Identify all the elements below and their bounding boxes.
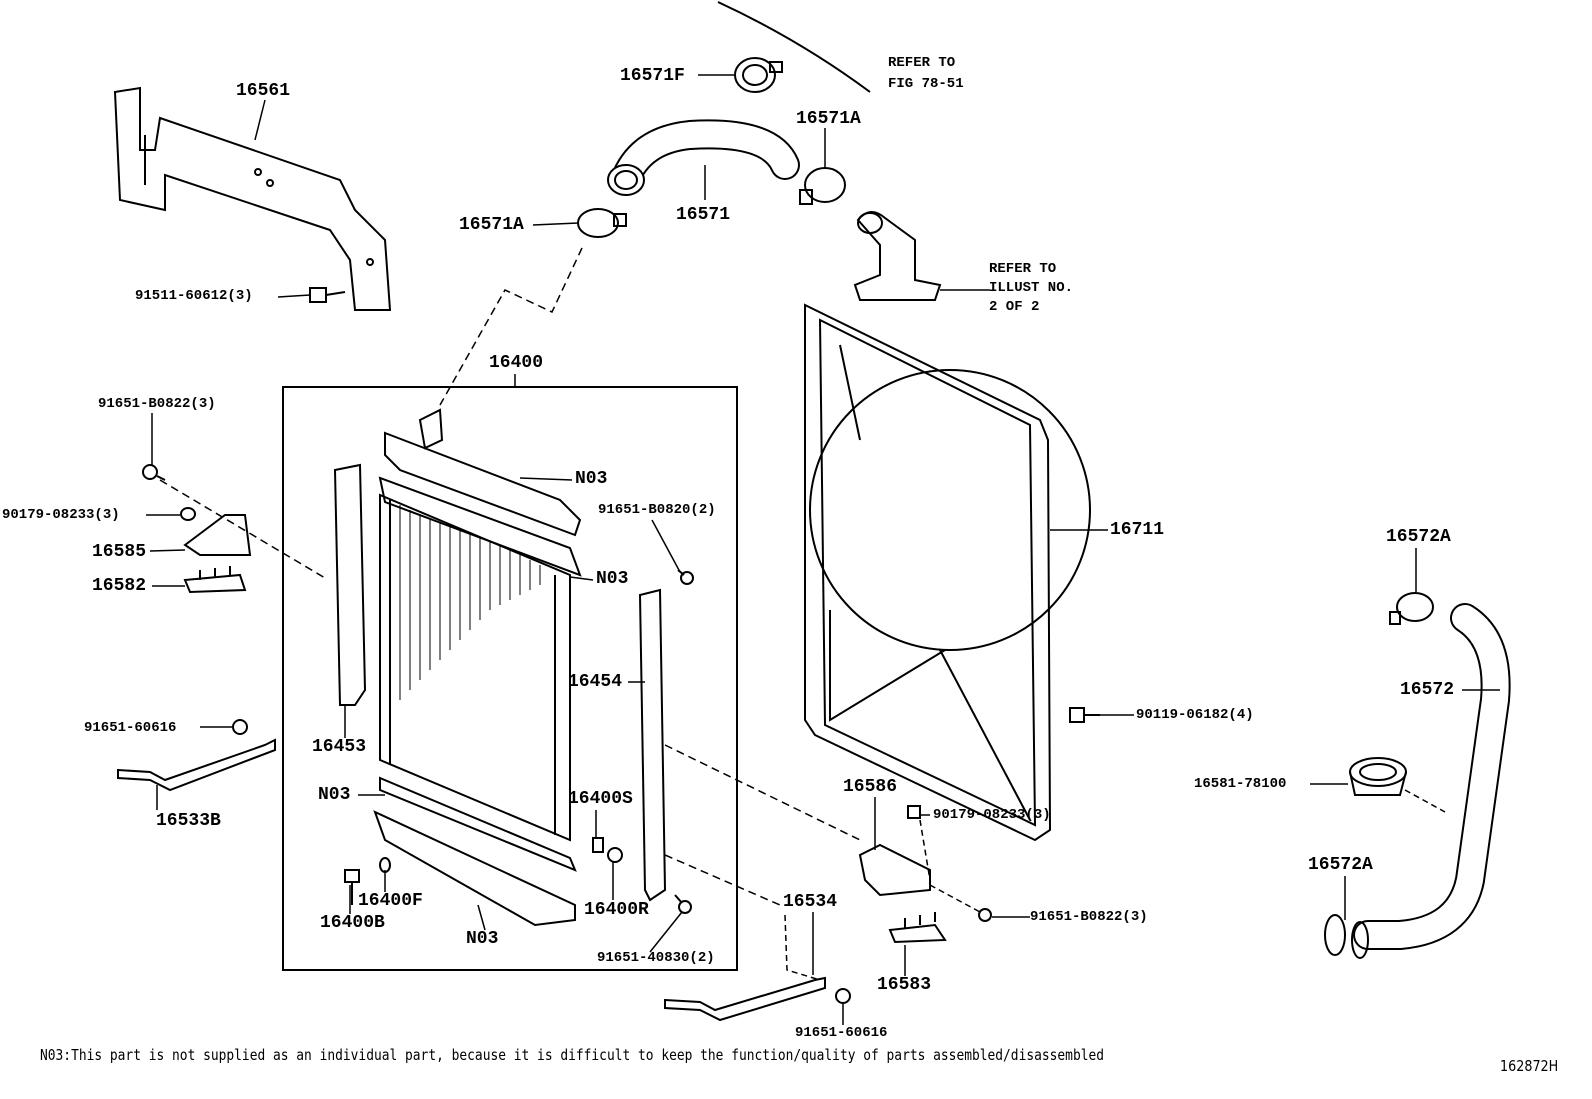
bolt-91651-B0822-left	[142, 464, 166, 481]
clamp-16581	[1349, 757, 1407, 796]
callout-16453: 16453	[312, 737, 367, 757]
cushion-16582	[183, 566, 247, 594]
clamp-16572A-upper	[1389, 592, 1434, 625]
side-bracket-16453	[333, 463, 367, 706]
bolt-91651-60616-left	[232, 719, 248, 735]
clamp-16572A-lower	[1324, 914, 1369, 959]
stay-16534	[664, 976, 826, 1022]
water-outlet	[853, 211, 942, 301]
callout-16400F: 16400F	[358, 891, 423, 911]
callout-16571A-lower: 16571A	[459, 215, 524, 235]
callout-16534: 16534	[783, 892, 838, 912]
callout-91651-60616-left: 91651-60616	[84, 720, 177, 736]
washer-90179-left	[180, 507, 196, 521]
callout-16400R: 16400R	[584, 900, 649, 920]
side-bracket-16454	[638, 588, 667, 902]
fan-shroud-16711	[804, 303, 1091, 842]
bolt-91651-40830	[674, 894, 692, 914]
bolt-91511	[309, 287, 346, 303]
callout-90179-left: 90179-08233(3)	[2, 507, 120, 523]
callout-16572A-upper: 16572A	[1386, 527, 1451, 547]
callout-90119-06182: 90119-06182(4)	[1136, 707, 1254, 723]
bolt-91651-60616-right	[835, 988, 851, 1004]
callout-90179-right: 90179-08233(3)	[933, 807, 1051, 823]
callout-16571A-upper: 16571A	[796, 109, 861, 129]
core-fins	[399, 505, 541, 700]
leader-lines	[146, 74, 1500, 1025]
callout-16400: 16400	[489, 353, 544, 373]
upper-seal	[378, 476, 582, 577]
callout-n03-lower-seal: N03	[318, 785, 351, 805]
callout-16454: 16454	[568, 672, 623, 692]
refer-to-text: REFER TO	[888, 55, 956, 71]
callout-16582: 16582	[92, 576, 147, 596]
illustration-id: 162872H	[1500, 1057, 1559, 1075]
callout-16533B: 16533B	[156, 811, 221, 831]
callout-16583: 16583	[877, 975, 932, 995]
callout-16572A-lower: 16572A	[1308, 855, 1373, 875]
callout-n03-lower-tank: N03	[466, 929, 499, 949]
bolt-90119	[1069, 707, 1100, 723]
callout-16572: 16572	[1400, 680, 1455, 700]
footer-note: N03:This part is not supplied as an indi…	[40, 1046, 1105, 1064]
clamp-16571A-lower	[577, 208, 627, 238]
lower-seal	[379, 776, 577, 872]
bracket-16585	[183, 514, 252, 556]
reference-arc	[717, 1, 871, 93]
upper-tank	[384, 408, 582, 537]
callout-16400B: 16400B	[320, 913, 385, 933]
callout-91651-B0822-left: 91651-B0822(3)	[98, 396, 216, 412]
callout-16585: 16585	[92, 542, 147, 562]
callout-91511-60612: 91511-60612(3)	[135, 288, 253, 304]
callout-n03-upper-tank: N03	[575, 469, 608, 489]
drain-plug	[592, 837, 623, 863]
support-bracket-16561	[113, 86, 392, 311]
radiator-core	[379, 493, 571, 842]
stay-16533B	[117, 738, 276, 792]
callout-16561: 16561	[236, 81, 291, 101]
bolt-91651-B0820	[677, 569, 694, 585]
callout-16586: 16586	[843, 777, 898, 797]
clamp-16571F	[734, 57, 783, 93]
refer-illust-text: ILLUST NO.	[989, 280, 1074, 296]
lower-tank	[373, 810, 576, 927]
washer-90179-right	[907, 805, 921, 819]
callout-91651-60616-right: 91651-60616	[795, 1025, 888, 1041]
callout-16571: 16571	[676, 205, 731, 225]
callout-91651-B0822-right: 91651-B0822(3)	[1030, 909, 1148, 925]
callout-91651-40830: 91651-40830(2)	[597, 950, 715, 966]
callout-16711: 16711	[1110, 520, 1165, 540]
clamp-16571A-upper	[799, 167, 846, 205]
bolt-91651-B0822-right	[978, 908, 992, 922]
refer-fig-text: FIG 78-51	[888, 76, 964, 92]
refer-page-text: 2 OF 2	[989, 299, 1040, 315]
cushion-16583	[888, 912, 947, 944]
callout-16571F: 16571F	[620, 66, 685, 86]
callout-91651-B0820: 91651-B0820(2)	[598, 502, 716, 518]
callout-16400S: 16400S	[568, 789, 633, 809]
callout-16581-78100: 16581-78100	[1194, 776, 1287, 792]
callout-n03-seal: N03	[596, 569, 629, 589]
refer-to-text-2: REFER TO	[989, 261, 1057, 277]
radiator-assembly-box	[282, 386, 738, 971]
bracket-16586	[858, 843, 931, 897]
